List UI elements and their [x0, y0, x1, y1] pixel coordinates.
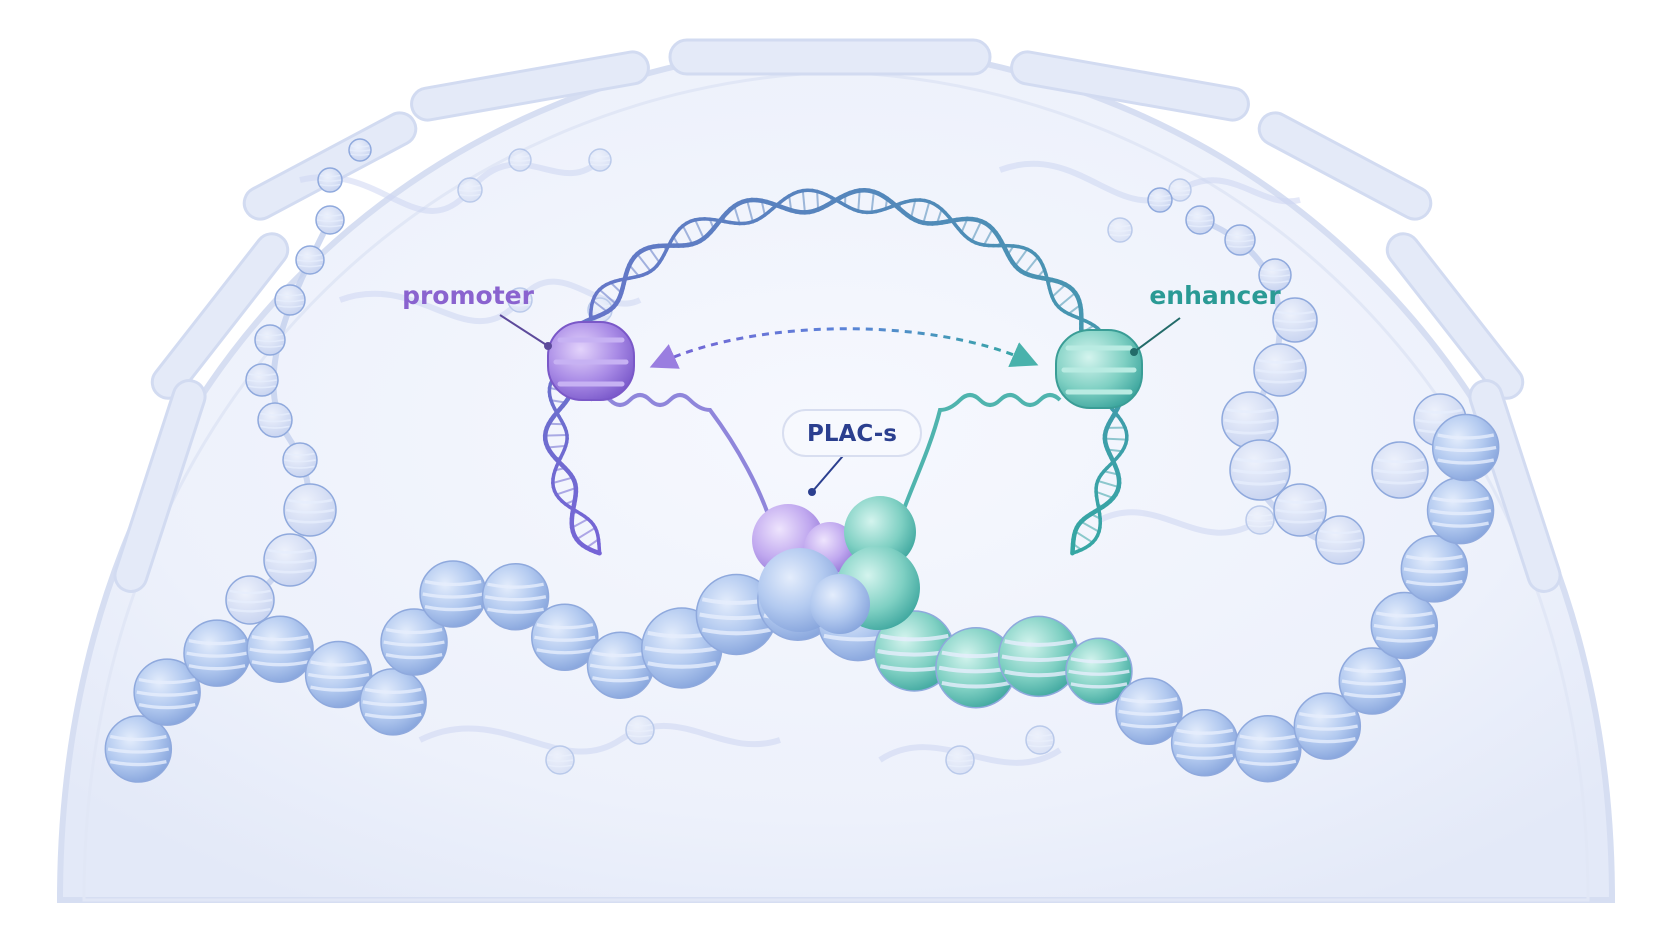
- nucleosome-bead: [1168, 178, 1192, 202]
- nucleosome-bead: [348, 138, 372, 162]
- nucleosome-bead: [1245, 505, 1275, 535]
- nucleosome-bead: [507, 287, 533, 313]
- nucleosome-bead: [1258, 258, 1292, 292]
- nucleosome-bead: [1253, 343, 1307, 397]
- nucleosome-bead: [304, 640, 373, 709]
- callout-leaders: [499, 314, 1181, 496]
- nucleosome-bead: [315, 205, 345, 235]
- nucleosome-bead: [274, 284, 306, 316]
- enhancer-label: enhancer: [1149, 281, 1281, 310]
- nucleosome-bead: [1115, 677, 1183, 746]
- nucleosome-bead: [1147, 187, 1173, 213]
- nucleosome-bead: [419, 560, 487, 628]
- nucleosome-bead: [380, 608, 448, 676]
- nucleosome-bead: [1426, 476, 1495, 545]
- nucleosome-bead: [1273, 483, 1327, 537]
- nucleosome-bead: [545, 745, 575, 775]
- nucleosome-bead: [183, 619, 251, 687]
- nucleosome-bead: [1370, 591, 1439, 660]
- nucleosome-bead: [133, 658, 201, 726]
- nucleosome-bead: [625, 715, 655, 745]
- plac-s-label: PLAC-s: [807, 421, 897, 447]
- nucleosome-bead: [531, 603, 599, 671]
- nucleosome-bead: [1315, 515, 1365, 565]
- right-background-chain: [1147, 187, 1467, 565]
- background-chromatin: [299, 148, 1301, 775]
- interaction-arrow: [649, 327, 1039, 369]
- nucleosome-bead: [359, 668, 427, 736]
- nucleosome-bead: [508, 148, 532, 172]
- nucleosome-bead: [1185, 205, 1215, 235]
- nucleosome-bead: [481, 562, 550, 631]
- enhancer-node: [1055, 329, 1143, 409]
- nucleosome-bead: [586, 631, 655, 699]
- nucleosome-bead: [317, 167, 343, 193]
- promoter-node: [547, 321, 635, 401]
- nucleosome-bead: [1107, 217, 1133, 243]
- promoter-label: promoter: [402, 281, 535, 310]
- nucleosome-bead: [1224, 224, 1256, 256]
- nucleosome-bead: [1338, 647, 1407, 715]
- nucleosome-bead: [283, 483, 337, 537]
- loop-tethers: [588, 393, 1062, 521]
- left-background-chain: [225, 138, 372, 625]
- chromatin-fiber: [104, 413, 1500, 783]
- nucleosome-bead: [295, 245, 325, 275]
- nucleosome-bead: [997, 615, 1080, 698]
- nucleosome-bead: [282, 442, 318, 478]
- nucleosome-bead: [1229, 439, 1291, 501]
- nucleosome-bead: [1221, 391, 1279, 449]
- nucleosome-bead: [457, 177, 483, 203]
- nucleosome-bead: [246, 615, 314, 683]
- nucleosome-bead: [245, 363, 279, 397]
- nucleosome-bead: [104, 715, 173, 783]
- nucleosome-bead: [225, 575, 275, 625]
- nucleosome-bead: [1272, 297, 1318, 343]
- nucleosome-bead: [1025, 725, 1055, 755]
- nucleosome-bead: [257, 402, 293, 438]
- nucleosome-bead: [1065, 637, 1133, 706]
- nucleosome-bead: [1431, 413, 1500, 482]
- nucleosome-bead: [263, 533, 317, 587]
- plac-s-callout: PLAC-s: [782, 409, 922, 457]
- nucleosome-bead: [1234, 714, 1302, 783]
- nucleosome-bead: [1170, 709, 1239, 777]
- nucleosome-bead: [1293, 692, 1362, 760]
- nucleosome-bead: [588, 148, 612, 172]
- nucleosome-bead: [254, 324, 286, 356]
- nucleus: [56, 38, 1616, 903]
- central-complex: [752, 496, 920, 634]
- nucleosome-bead: [945, 745, 975, 775]
- nucleosome-bead: [1371, 441, 1429, 499]
- nucleosome-bead: [1400, 535, 1469, 603]
